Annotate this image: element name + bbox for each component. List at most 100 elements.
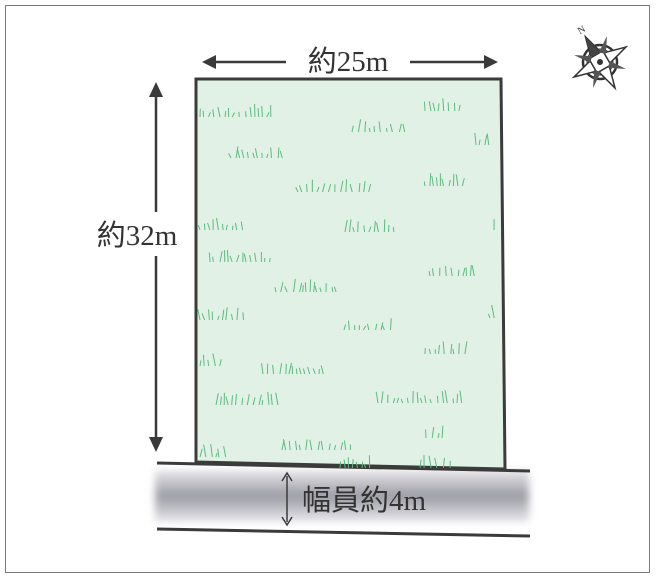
grass-blade (452, 173, 455, 187)
grass-blade (266, 153, 269, 159)
grass-blade (322, 183, 326, 193)
grass-blade (199, 360, 202, 367)
grass-blade (448, 179, 451, 187)
grass-blade (261, 105, 263, 118)
grass-blade (351, 459, 354, 469)
grass-blade (249, 255, 252, 263)
grass-blade (203, 444, 207, 458)
grass-blade (389, 123, 393, 133)
grass-blade (235, 393, 237, 406)
grass-blade (363, 463, 367, 469)
grass-blade (452, 348, 455, 355)
grass-blade (344, 219, 348, 233)
grass-blade (431, 427, 435, 439)
grass-blade (219, 359, 222, 367)
grass-blade (224, 110, 227, 118)
grass-blade (432, 268, 434, 277)
grass-blade (223, 446, 227, 458)
grass-blade (231, 395, 233, 406)
grass-blade (208, 252, 211, 263)
grass-blade (361, 461, 364, 469)
grass-blade (225, 307, 228, 321)
grass-blade (419, 459, 422, 469)
grass-blade (402, 123, 406, 133)
grass-blade (202, 354, 205, 367)
grass-blade (279, 363, 283, 375)
grass-blade (303, 368, 306, 375)
grass-blade (312, 368, 316, 375)
grass-blade (464, 341, 468, 355)
grass-blade (270, 147, 272, 159)
compass-rose-icon: N (571, 24, 629, 91)
road-width-label: 幅員約4m (302, 484, 427, 517)
road-edge-top (156, 461, 531, 473)
grass-blade (293, 278, 296, 293)
grass-blade (442, 341, 445, 355)
grass-blade (458, 104, 461, 112)
grass-blade (231, 313, 233, 321)
grass-blade (423, 181, 426, 187)
grass-blade (309, 439, 313, 451)
grass-blade (222, 223, 224, 231)
grass-blade (392, 226, 395, 233)
grass-blade (461, 178, 465, 187)
grass-blade (215, 393, 219, 406)
road-width-dimension: 幅員約4m (281, 471, 427, 527)
grass-blade (352, 227, 355, 233)
grass-blade (459, 390, 463, 404)
depth-arrowhead-bottom (149, 437, 163, 452)
grass-blade (298, 367, 302, 375)
grass-blade (241, 397, 244, 406)
grass-blade (328, 443, 331, 451)
grass-blade (277, 147, 280, 159)
grass-blade (450, 267, 453, 277)
grass-blade (363, 225, 366, 233)
grass-blade (254, 252, 257, 263)
grass-blade (437, 103, 440, 112)
grass-blade (274, 287, 277, 293)
grass-blade (419, 397, 423, 404)
grass-blade (442, 98, 445, 112)
grass-blade (383, 219, 386, 233)
grass-blade (406, 397, 409, 404)
road-surface (155, 470, 529, 522)
grass-blade (364, 121, 367, 133)
grass-blade (380, 322, 384, 331)
grass-blade (431, 175, 434, 187)
grass-blade (319, 287, 322, 293)
grass-blade (288, 362, 292, 375)
grass-blade (351, 125, 354, 133)
grass-blade (378, 121, 381, 133)
grass-blade (237, 149, 241, 159)
grass-blade (484, 135, 488, 146)
grass-blade (455, 174, 459, 187)
grass-blade (355, 461, 358, 469)
grass-blade (235, 146, 239, 159)
grass-blade (469, 264, 472, 277)
grass-blade (456, 393, 459, 404)
grass-blade (236, 254, 240, 263)
grass-blade (357, 119, 362, 133)
grass-blade (474, 132, 477, 146)
grass-texture (197, 98, 495, 469)
grass-blade (373, 220, 376, 233)
grass-blade (207, 222, 211, 231)
grass-blade (201, 313, 206, 321)
grass-blade (333, 444, 337, 451)
grass-blade (428, 455, 432, 469)
grass-blade (258, 394, 262, 406)
grass-blade (225, 224, 228, 231)
compass-point-south (597, 64, 617, 91)
grass-blade (261, 363, 264, 375)
grass-blade (280, 281, 284, 293)
grass-blade (424, 395, 427, 404)
grass-blade (358, 182, 361, 193)
grass-blade (279, 150, 283, 159)
grass-blade (284, 286, 288, 293)
grass-blade (320, 440, 324, 451)
grass-blade (295, 187, 299, 193)
compass-point-sw (593, 69, 602, 88)
grass-blade (207, 359, 210, 367)
grass-blade (269, 257, 271, 263)
